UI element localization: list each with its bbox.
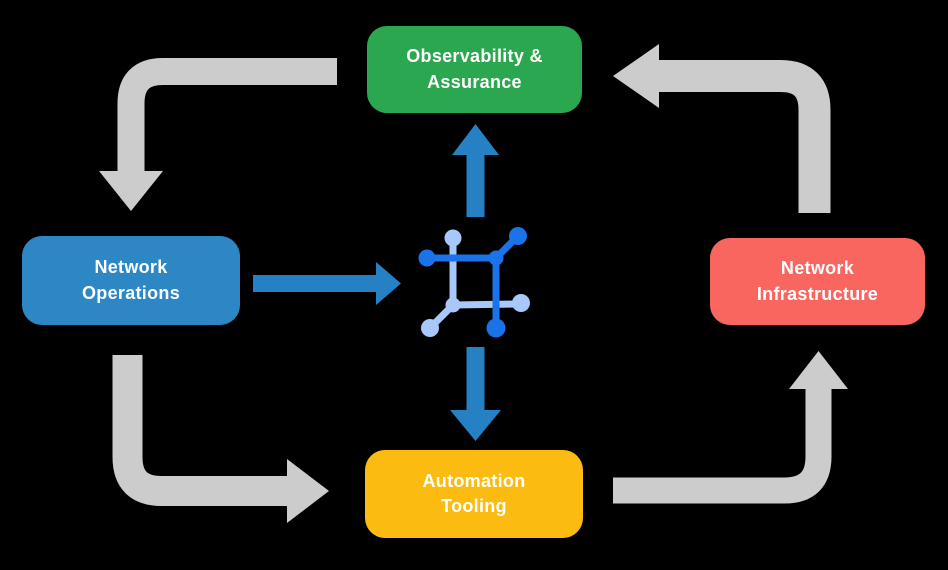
node-infrastructure-label: Network Infrastructure: [756, 258, 879, 304]
arrow-operations-to-automation: [112, 355, 329, 523]
arrow-infrastructure-to-observability: [613, 44, 831, 213]
node-observability-assurance: Observability & Assurance: [367, 26, 582, 113]
node-network-infrastructure: Network Infrastructure: [710, 238, 925, 325]
node-automation-label: Automation Tooling: [422, 470, 526, 516]
node-automation-tooling: Automation Tooling: [365, 450, 583, 538]
arrow-automation-to-infrastructure: [613, 351, 848, 504]
network-automation-icon: [418, 227, 530, 338]
node-observability-label: Observability & Assurance: [406, 46, 543, 92]
arrow-hub-to-observability: [452, 124, 499, 217]
node-operations-label: Network Operations: [81, 257, 181, 303]
node-network-operations: Network Operations: [22, 236, 240, 325]
arrow-operations-to-hub: [253, 262, 401, 305]
arrow-observability-to-operations: [99, 58, 337, 211]
arrow-hub-to-automation: [450, 347, 501, 441]
